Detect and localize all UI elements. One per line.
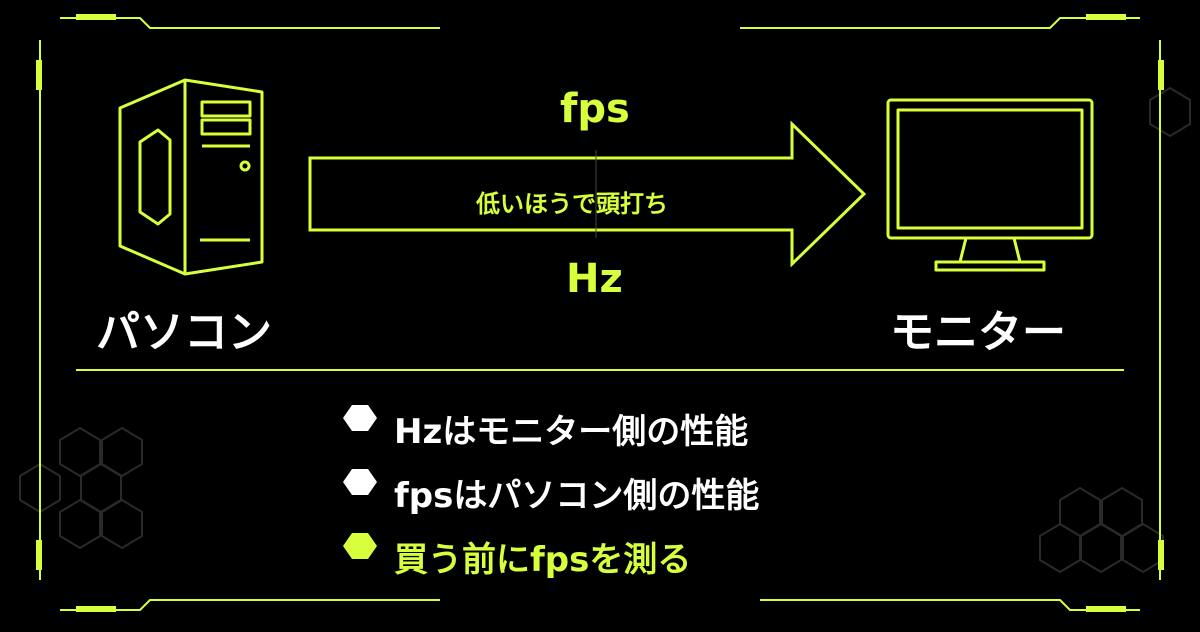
frame-corner-marks — [36, 14, 1164, 612]
hexagon-bullet-icon — [338, 475, 372, 509]
bullet-hex-1 — [343, 405, 377, 431]
point-text: 買う前にfpsを測る — [394, 539, 692, 580]
arrow-shape — [308, 120, 867, 268]
pc-label: パソコン — [96, 307, 272, 358]
bullet-hex-2 — [343, 469, 377, 495]
list-item: Hzはモニター側の性能 — [338, 396, 759, 460]
list-item-highlight: 買う前にfpsを測る — [338, 524, 759, 588]
list-item: fpsはパソコン側の性能 — [338, 460, 759, 524]
hex-pattern-left — [19, 426, 143, 550]
hexagon-bullet-icon — [338, 411, 372, 445]
bullet-list: Hzはモニター側の性能 fpsはパソコン側の性能 買う前にfpsを測る — [338, 396, 759, 588]
arrow-caption: 低いほうで頭打ち — [476, 190, 668, 218]
monitor-label: モニター — [890, 307, 1066, 358]
pc-tower-icon — [118, 78, 264, 276]
hex-pattern-right — [1039, 86, 1191, 574]
fps-label: fps — [560, 86, 630, 132]
hz-label: Hz — [566, 256, 623, 302]
monitor-icon — [886, 98, 1094, 272]
bullet-hex-3 — [343, 533, 377, 559]
point-text: fpsはパソコン側の性能 — [394, 475, 760, 516]
point-text: Hzはモニター側の性能 — [394, 411, 749, 452]
hexagon-bullet-icon — [338, 539, 372, 573]
